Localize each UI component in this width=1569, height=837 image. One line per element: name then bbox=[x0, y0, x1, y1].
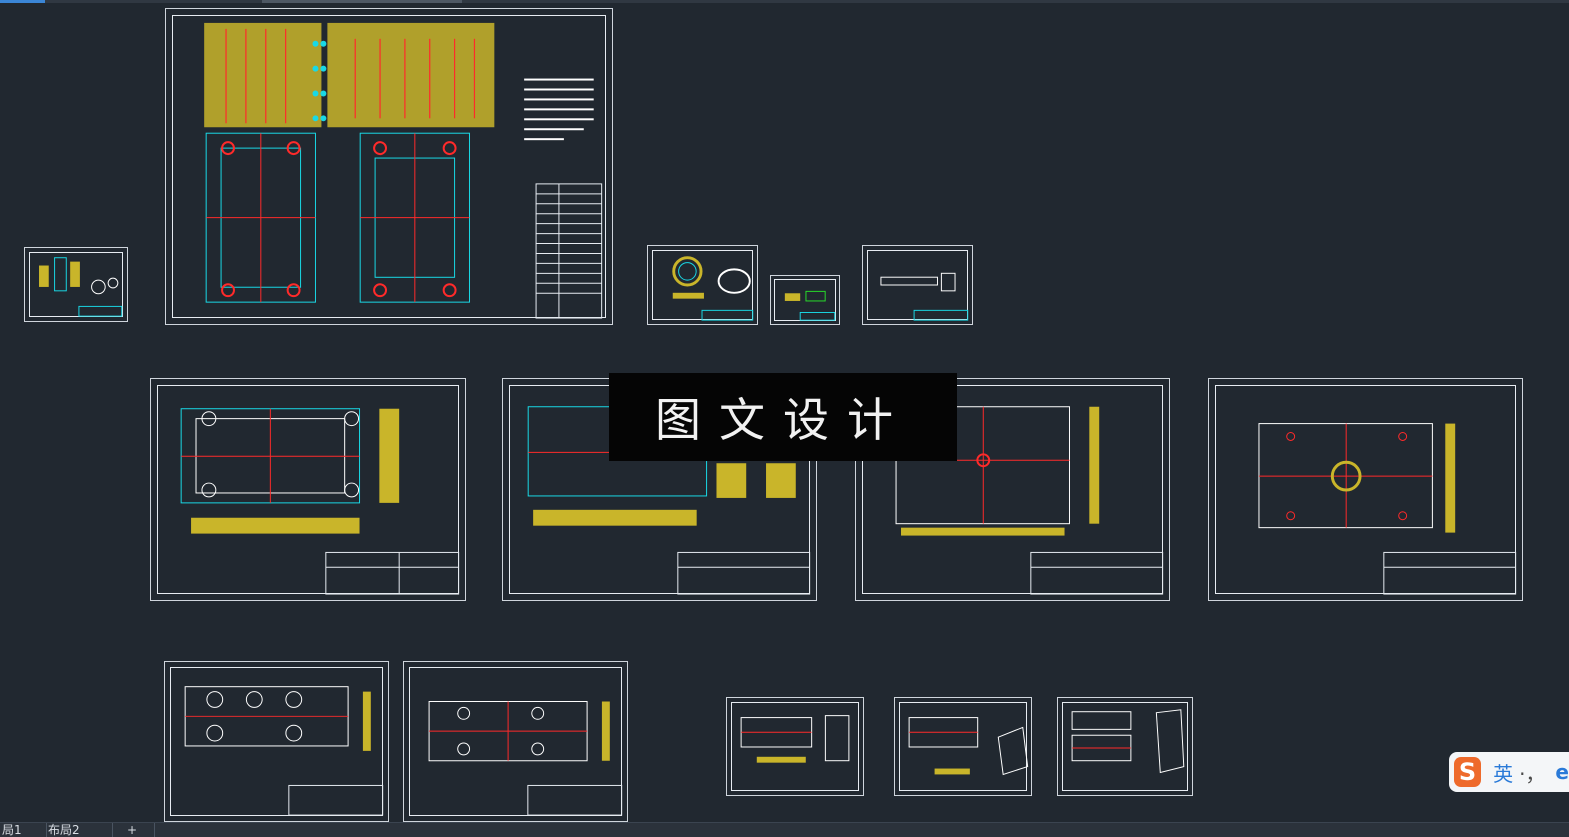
add-layout-button[interactable]: + bbox=[110, 823, 155, 837]
drawing-sheet-insert-1[interactable] bbox=[726, 697, 864, 796]
top-scrollbar-strip bbox=[0, 0, 1569, 3]
assembly-drawing bbox=[204, 22, 603, 319]
drawing-sheet-small-left[interactable] bbox=[24, 247, 128, 322]
drawing-sheet-ring[interactable] bbox=[647, 245, 758, 325]
insert-2-drawing bbox=[908, 717, 1029, 776]
plate-5-drawing bbox=[184, 686, 384, 816]
bar-part-drawing bbox=[880, 272, 969, 321]
active-strip-segment bbox=[0, 0, 45, 3]
watermark-banner: 图文设计 bbox=[609, 373, 957, 461]
ring-part-drawing bbox=[672, 256, 754, 321]
insert-1-drawing bbox=[740, 715, 850, 763]
sogou-logo-icon: S bbox=[1454, 757, 1482, 787]
plate-4-drawing bbox=[1258, 423, 1517, 595]
tiny-part-drawing bbox=[784, 290, 836, 321]
drawing-sheet-plate-6[interactable] bbox=[403, 661, 628, 822]
ime-language-label[interactable]: 英 bbox=[1493, 761, 1514, 786]
layout-tab-bar: 局1 布局2 + bbox=[0, 822, 1569, 837]
drawing-sheet-tiny[interactable] bbox=[770, 275, 840, 325]
drawing-sheet-plate-1[interactable] bbox=[150, 378, 466, 601]
ime-toolbar[interactable]: S 英 ·， e bbox=[1449, 752, 1569, 792]
ime-extra-label[interactable]: e bbox=[1555, 760, 1569, 784]
ime-punctuation-label[interactable]: ·， bbox=[1519, 761, 1546, 786]
drawing-sheet-plate-4[interactable] bbox=[1208, 378, 1523, 601]
plate-2-drawing bbox=[527, 406, 811, 595]
drawing-sheet-assembly[interactable] bbox=[165, 8, 613, 325]
drawing-sheet-plate-5[interactable] bbox=[164, 661, 389, 822]
plate-6-drawing bbox=[428, 701, 623, 816]
insert-3-drawing bbox=[1071, 709, 1185, 774]
small-part-drawing bbox=[39, 257, 123, 317]
tab-layout2[interactable]: 布局2 bbox=[40, 823, 113, 837]
strip-segment bbox=[262, 0, 462, 3]
plate-1-drawing bbox=[180, 408, 460, 595]
drawing-sheet-plate-3[interactable] bbox=[855, 378, 1170, 601]
drawing-sheet-insert-2[interactable] bbox=[894, 697, 1032, 796]
tab-layout1[interactable]: 局1 bbox=[0, 823, 47, 837]
drawing-sheet-bar[interactable] bbox=[862, 245, 973, 325]
drawing-sheet-insert-3[interactable] bbox=[1057, 697, 1193, 796]
plate-3-drawing bbox=[895, 406, 1164, 595]
